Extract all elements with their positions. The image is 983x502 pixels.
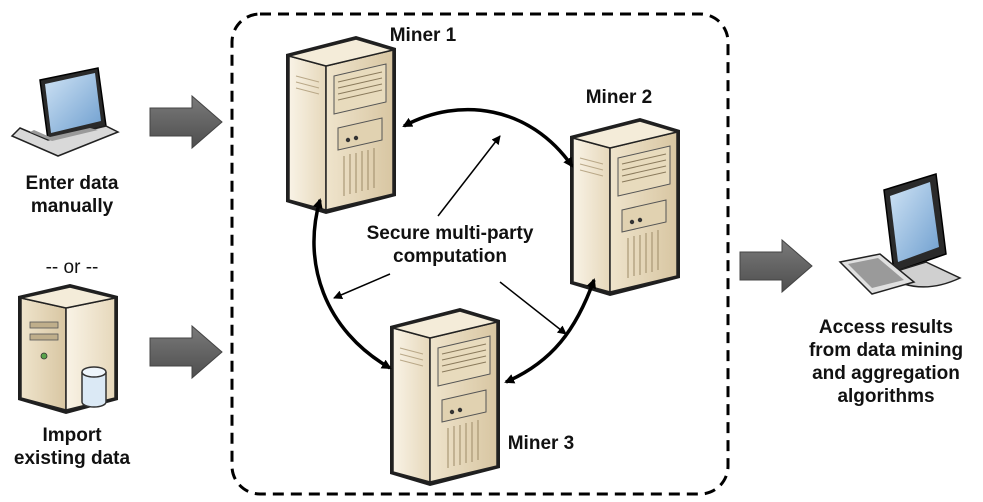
link-miner1-miner2 [402,107,574,168]
enter-data-label: Enter data manually [12,172,132,218]
thin-arrow-to-miner1 [437,135,501,217]
enter-data-line-2: manually [30,196,114,217]
miner-2-server-icon [569,117,681,297]
secure-computation-label: Secure multi-party computation [342,222,558,268]
output-arrow [739,239,813,293]
secure-computation-line-2: computation [393,246,507,267]
database-icon [81,366,107,408]
enter-data-line-1: Enter data [25,173,119,194]
secure-boundary [230,12,730,496]
access-results-line-4: algorithms [837,386,935,407]
access-results-label: Access results from data mining and aggr… [796,316,976,408]
import-data-label: Import existing data [0,424,144,470]
database-server-icon [18,284,118,414]
miner-2-label: Miner 2 [585,87,653,108]
miner-1-label: Miner 1 [389,25,457,46]
laptop-icon [10,67,120,157]
thin-arrow-to-left-link [333,273,391,299]
miner-3-server-icon [389,307,501,487]
desktop-computer-icon [838,173,962,295]
access-results-line-3: and aggregation [812,363,960,384]
miner-1-server-icon [285,35,397,215]
access-results-line-1: Access results [818,317,954,338]
access-results-line-2: from data mining [808,340,964,361]
link-miner1-miner3 [312,198,392,370]
import-data-line-1: Import [42,425,102,446]
input-arrow-bottom [149,325,223,379]
link-miner2-miner3 [504,278,596,384]
import-data-line-2: existing data [13,448,131,469]
miner-3-label: Miner 3 [507,433,575,454]
thin-arrow-to-right-link [499,281,567,335]
secure-computation-line-1: Secure multi-party [366,223,534,244]
or-separator: -- or -- [45,257,99,278]
input-arrow-top [149,95,223,149]
